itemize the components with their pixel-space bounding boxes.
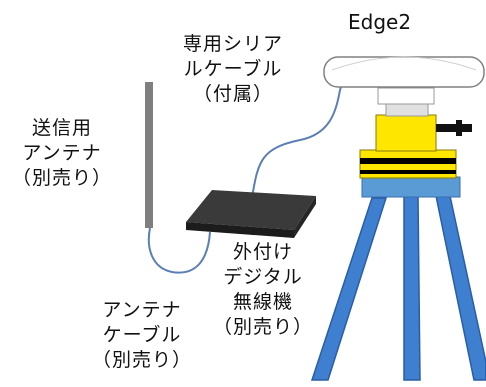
label-radio-line1: 外付け [232,241,293,263]
tripod-legs [310,195,486,381]
label-tx-antenna-line3: （別売り） [11,167,112,189]
digital-radio-box [186,190,316,238]
device-name: Edge2 [348,10,412,34]
label-tx-antenna: 送信用 アンテナ （別売り） [6,116,118,191]
label-tx-antenna-line2: アンテナ [22,142,102,164]
label-radio-line4: （別売り） [212,316,313,338]
label-dedicated-cable-line1: 専用シリア [182,33,283,55]
label-antenna-cable: アンテナ ケーブル （別売り） [86,298,198,373]
tx-antenna-rod [145,82,153,228]
label-antenna-cable-line1: アンテナ [102,299,182,321]
label-radio-line2: デジタル [223,266,303,288]
tribrach [359,149,457,179]
receiver-stem [377,87,435,105]
label-dedicated-cable-line3: （付属） [192,83,273,105]
label-tx-antenna-line1: 送信用 [31,117,92,139]
tripod-head [361,176,461,198]
label-dedicated-cable-line2: ルケーブル [183,58,283,80]
label-dedicated-cable: 専用シリア ルケーブル （付属） [162,32,304,107]
label-antenna-cable-line2: ケーブル [102,324,182,346]
adapter [375,103,472,152]
label-radio: 外付け デジタル 無線機 （別売り） [204,240,322,340]
label-radio-line3: 無線機 [232,291,293,313]
label-antenna-cable-line3: （別売り） [91,349,192,371]
antenna-cable [147,227,211,274]
edge2-receiver [323,56,485,88]
